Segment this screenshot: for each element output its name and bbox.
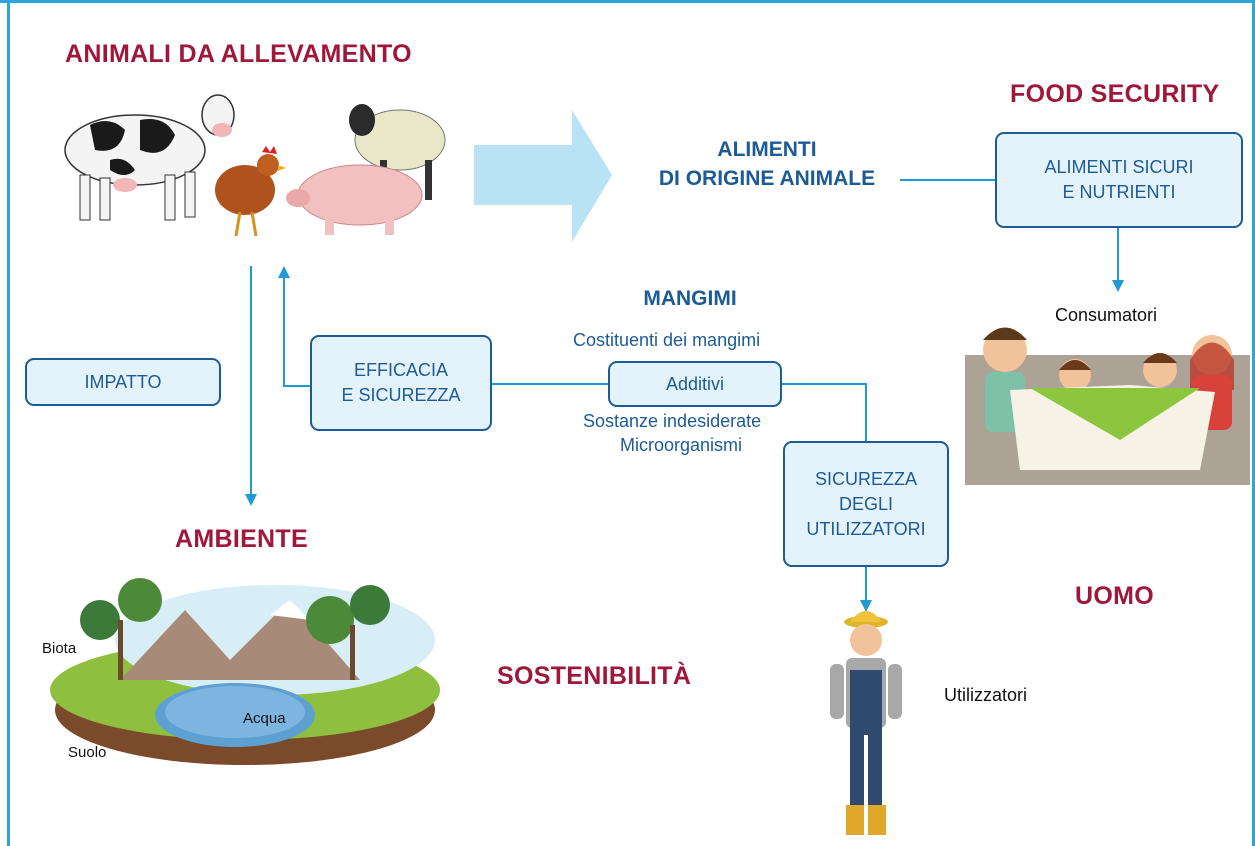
box-efficacia: EFFICACIA E SICUREZZA <box>310 335 492 431</box>
heading-uomo: UOMO <box>1075 582 1154 610</box>
sostanze-label: Sostanze indesiderate <box>583 411 762 431</box>
additivi-label: Additivi <box>665 373 725 394</box>
big-arrow <box>474 110 612 242</box>
efficacia-line1: EFFICACIA <box>353 360 448 380</box>
alimenti-line1: ALIMENTI <box>717 138 817 161</box>
heading-sostenibilita: SOSTENIBILITÀ <box>497 662 692 690</box>
suolo-label: Suolo <box>68 744 107 761</box>
box-sicurezza-utilizzatori: SICUREZZA DEGLI UTILIZZATORI <box>783 441 949 567</box>
mangimi-title: MANGIMI <box>643 287 737 310</box>
sicurezza-line1: SICUREZZA <box>814 468 917 489</box>
family-dinner-icon <box>965 327 1250 485</box>
alimenti-sicuri-line1: ALIMENTI SICURI <box>1044 157 1194 177</box>
landscape-icon <box>50 578 440 765</box>
cow-icon <box>64 94 235 221</box>
sicurezza-line2: DEGLI <box>838 493 894 514</box>
heading-animali: ANIMALI DA ALLEVAMENTO <box>65 40 412 68</box>
efficacia-line2: E SICUREZZA <box>341 385 461 405</box>
chicken-icon <box>215 146 286 237</box>
sicurezza-line3: UTILIZZATORI <box>806 518 926 539</box>
box-impatto: IMPATTO <box>25 358 221 406</box>
alimenti-sicuri-line2: E NUTRIENTI <box>1062 182 1176 202</box>
acqua-label: Acqua <box>243 710 286 727</box>
utilizzatori-label: Utilizzatori <box>944 685 1028 705</box>
heading-ambiente: AMBIENTE <box>175 525 308 553</box>
microrganismi-label: Microorganismi <box>620 435 743 455</box>
farmer-icon <box>830 611 902 835</box>
biota-label: Biota <box>42 640 77 657</box>
impatto-label: IMPATTO <box>84 371 162 392</box>
box-alimenti-sicuri: ALIMENTI SICURI E NUTRIENTI <box>995 132 1243 228</box>
frame-top-line <box>0 0 1255 3</box>
pig-icon <box>286 164 423 235</box>
consumatori-label: Consumatori <box>1055 305 1158 325</box>
connector-additivi-sicurezza <box>782 383 867 441</box>
alimenti-origine-animale: ALIMENTI DI ORIGINE ANIMALE <box>636 135 898 193</box>
heading-food-security: FOOD SECURITY <box>1010 80 1220 108</box>
frame-right-line <box>1252 0 1255 846</box>
arrow-to-animali <box>278 266 310 387</box>
frame-left-line <box>7 0 10 846</box>
box-additivi: Additivi <box>608 361 782 407</box>
costituenti-label: Costituenti dei mangimi <box>573 330 761 350</box>
alimenti-line2: DI ORIGINE ANIMALE <box>658 167 876 190</box>
